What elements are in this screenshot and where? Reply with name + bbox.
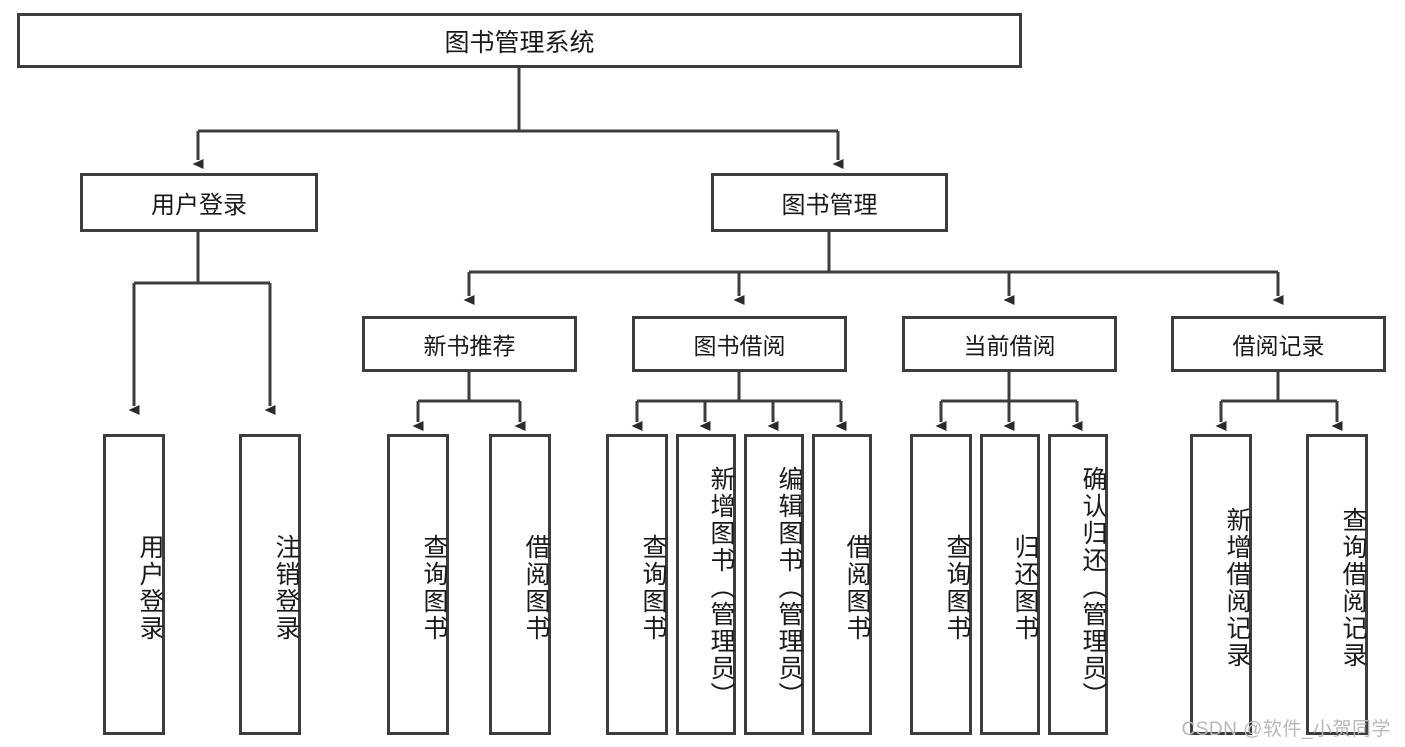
leaf-borrow-book-recommend[interactable]: 借阅图书	[489, 434, 551, 735]
leaf-add-book-admin-label: 新增图书（管理员）	[707, 466, 735, 709]
node-current-borrow-label: 当前借阅	[963, 333, 1056, 359]
node-root[interactable]: 图书管理系统	[17, 13, 1022, 68]
node-borrow-record[interactable]: 借阅记录	[1171, 316, 1386, 372]
node-new-book-recommend[interactable]: 新书推荐	[362, 316, 577, 372]
leaf-borrow-book-recommend-label: 借阅图书	[522, 533, 550, 642]
leaf-query-book-recommend[interactable]: 查询图书	[387, 434, 449, 735]
leaf-logout-label: 注销登录	[272, 533, 300, 642]
leaf-edit-book-admin[interactable]: 编辑图书（管理员）	[744, 434, 804, 735]
node-user-login-label: 用户登录	[151, 192, 247, 219]
leaf-query-book-borrow[interactable]: 查询图书	[606, 434, 668, 735]
node-new-book-recommend-label: 新书推荐	[423, 333, 516, 359]
leaf-return-book-label: 归还图书	[1011, 533, 1039, 642]
node-borrow-record-label: 借阅记录	[1232, 333, 1325, 359]
csdn-watermark: CSDN @软件_小贺同学	[1181, 719, 1391, 740]
leaf-query-borrow-record-label: 查询借阅记录	[1339, 506, 1367, 669]
leaf-add-book-admin[interactable]: 新增图书（管理员）	[676, 434, 736, 735]
leaf-borrow-book-label: 借阅图书	[843, 533, 871, 642]
leaf-add-borrow-record-label: 新增借阅记录	[1223, 506, 1251, 669]
node-book-management[interactable]: 图书管理	[711, 173, 948, 232]
leaf-query-book-borrow-label: 查询图书	[639, 533, 667, 642]
leaf-borrow-book[interactable]: 借阅图书	[812, 434, 872, 735]
node-user-login[interactable]: 用户登录	[80, 173, 318, 232]
leaf-confirm-return-admin-label: 确认归还（管理员）	[1079, 466, 1107, 709]
leaf-query-book-current-label: 查询图书	[943, 533, 971, 642]
leaf-query-book-recommend-label: 查询图书	[420, 533, 448, 642]
leaf-query-book-current[interactable]: 查询图书	[910, 434, 972, 735]
leaf-user-login[interactable]: 用户登录	[103, 434, 165, 735]
leaf-logout[interactable]: 注销登录	[239, 434, 301, 735]
leaf-user-login-label: 用户登录	[136, 533, 164, 642]
node-root-label: 图书管理系统	[444, 28, 595, 57]
node-book-borrow[interactable]: 图书借阅	[632, 316, 847, 372]
leaf-return-book[interactable]: 归还图书	[980, 434, 1040, 735]
node-book-management-label: 图书管理	[781, 192, 878, 219]
leaf-query-borrow-record[interactable]: 查询借阅记录	[1306, 434, 1368, 735]
leaf-edit-book-admin-label: 编辑图书（管理员）	[775, 466, 803, 709]
node-book-borrow-label: 图书借阅	[693, 333, 786, 359]
leaf-add-borrow-record[interactable]: 新增借阅记录	[1190, 434, 1252, 735]
leaf-confirm-return-admin[interactable]: 确认归还（管理员）	[1048, 434, 1108, 735]
node-current-borrow[interactable]: 当前借阅	[902, 316, 1117, 372]
